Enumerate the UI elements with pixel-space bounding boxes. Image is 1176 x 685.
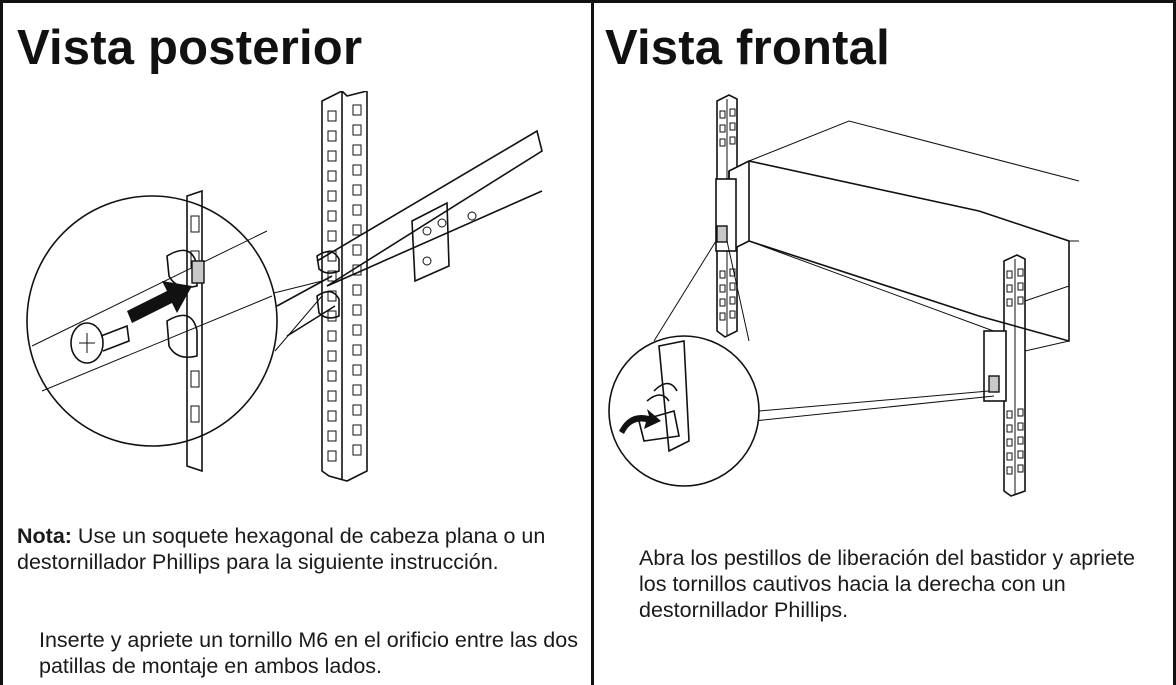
- rack-post: [321, 91, 368, 482]
- insert-arrow: [127, 281, 192, 323]
- rear-view-illustration: [26, 91, 543, 482]
- mounting-hook: [316, 250, 340, 274]
- callout-line: [653, 240, 995, 422]
- zoom-callout: [26, 189, 278, 473]
- slide-rail: [276, 129, 543, 337]
- front-view-panel: Vista frontal: [591, 0, 1176, 685]
- left-rack-post: [716, 94, 738, 338]
- front-view-title: Vista frontal: [605, 21, 890, 75]
- rack-post-holes: [327, 124, 362, 462]
- note-label: Nota:: [17, 524, 72, 548]
- server-chassis: [715, 120, 1080, 343]
- rotate-arrow: [619, 409, 661, 434]
- rear-instruction: Inserte y apriete un tornillo M6 en el o…: [39, 628, 578, 678]
- front-instruction: Abra los pestillos de liberación del bas…: [639, 546, 1135, 622]
- rear-view-title: Vista posterior: [17, 21, 363, 75]
- note-text: Use un soquete hexagonal de cabeza plana…: [17, 524, 546, 574]
- note: Nota: Use un soquete hexagonal de cabeza…: [17, 523, 583, 575]
- mounting-hook: [316, 290, 340, 319]
- front-view-illustration: [608, 94, 1080, 497]
- m6-screw: [70, 322, 130, 364]
- latch-zoom-callout: [608, 335, 760, 487]
- right-rack-post: [983, 254, 1070, 497]
- rear-view-panel: Vista posterior: [0, 0, 594, 685]
